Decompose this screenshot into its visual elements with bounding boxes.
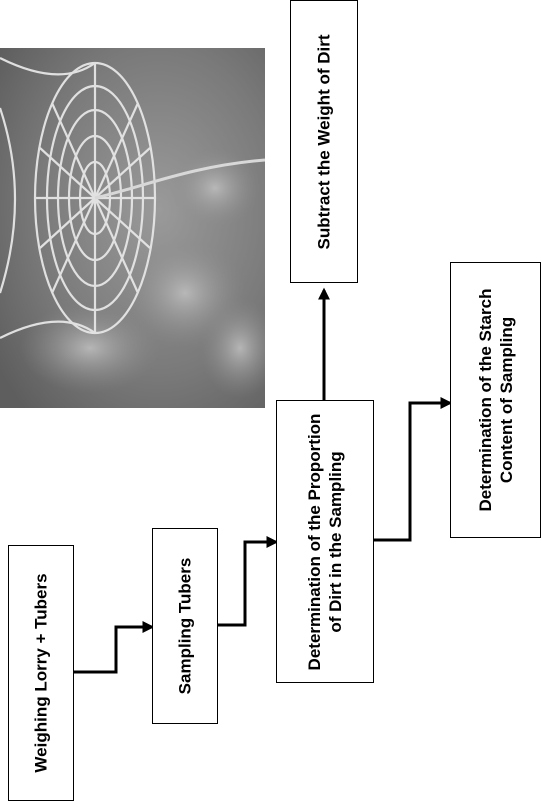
arrow-dirt-to-starch xyxy=(374,397,453,542)
box-label: Weighing Lorry + Tubers xyxy=(31,573,51,773)
box-label: Subtract the Weight of Dirt xyxy=(314,34,334,250)
box-dirt-proportion: Determination of the Proportion of Dirt … xyxy=(276,400,374,683)
arrow-sampling-to-dirt xyxy=(218,536,279,627)
box-starch-content: Determination of the Starch Content of S… xyxy=(450,262,541,538)
box-sampling-tubers: Sampling Tubers xyxy=(152,528,218,724)
box-subtract-dirt: Subtract the Weight of Dirt xyxy=(290,0,358,283)
box-label: Sampling Tubers xyxy=(175,557,195,695)
wire-basket-photo xyxy=(0,48,265,408)
box-label: Determination of the Starch Content of S… xyxy=(475,288,516,512)
box-weighing-lorry-tubers: Weighing Lorry + Tubers xyxy=(8,545,74,801)
wire-basket-illustration xyxy=(0,48,265,408)
arrow-weighing-to-sampling xyxy=(74,621,155,674)
box-label: Determination of the Proportion of Dirt … xyxy=(305,413,345,670)
